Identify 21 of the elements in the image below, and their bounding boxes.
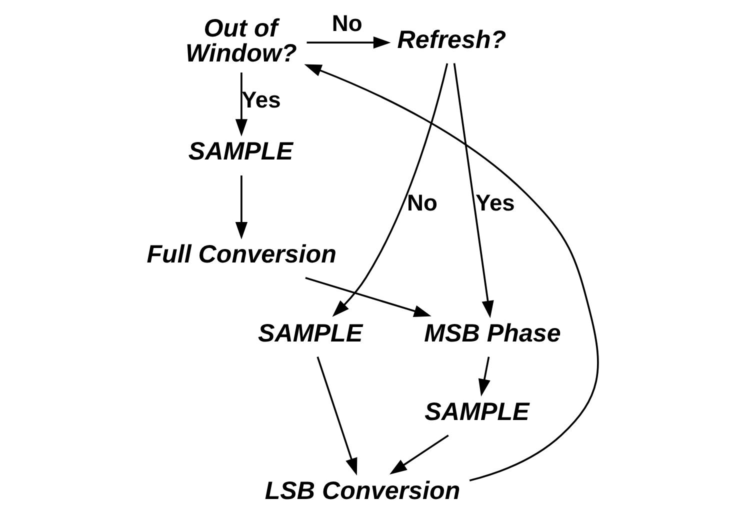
node-text: MSB Phase: [424, 319, 560, 348]
node-text: SAMPLE: [188, 138, 293, 166]
node-text: SAMPLE: [424, 398, 529, 426]
node-text: LSB Conversion: [264, 476, 460, 505]
edge-label: No: [406, 189, 437, 216]
arrow: [478, 356, 490, 396]
node-text: Out of Window?: [185, 14, 296, 68]
arrow: [234, 72, 248, 136]
arrow: [389, 434, 448, 474]
arrow: [304, 64, 598, 482]
arrow: [304, 276, 431, 317]
arrow: [316, 356, 357, 476]
node-text: SAMPLE: [258, 319, 362, 348]
arrow: [452, 63, 494, 318]
arrow: [332, 63, 448, 317]
node-text: Full Conversion: [146, 240, 336, 268]
edge-label: Yes: [474, 189, 514, 216]
edge-label: No: [331, 10, 362, 36]
arrow: [306, 36, 390, 49]
node-text: Refresh?: [396, 26, 506, 54]
arrow: [234, 175, 248, 240]
